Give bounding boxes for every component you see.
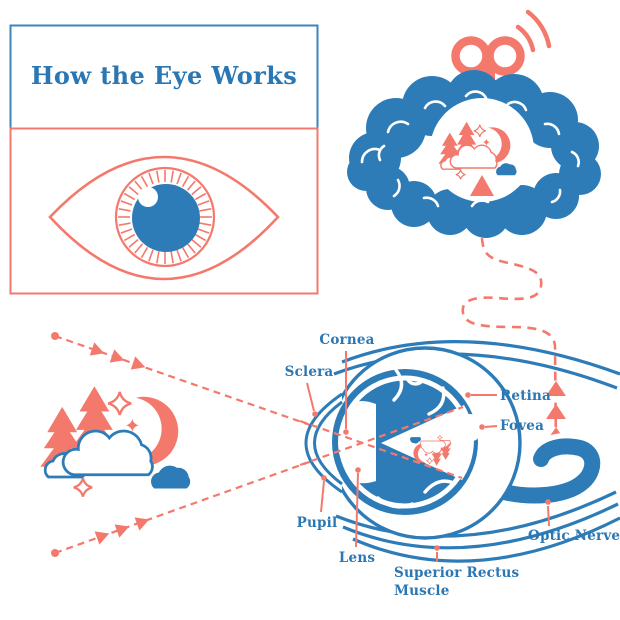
eye-icon <box>48 155 280 281</box>
brain-illustration <box>347 9 601 238</box>
label-lens: Lens <box>338 550 376 566</box>
label-fovea: Fovea <box>500 418 545 434</box>
retina-vessels <box>376 368 453 509</box>
header-panel <box>9 24 319 295</box>
viewed-scene <box>40 386 190 496</box>
fovea-shape <box>463 414 480 441</box>
label-superior-rectus-line1: Superior Rectus <box>394 565 520 581</box>
signal-arcs-icon <box>515 9 552 53</box>
rays-in-eye <box>299 405 464 480</box>
signal-path-dashed <box>461 237 558 451</box>
eye-box <box>9 127 319 295</box>
light-ray-arrow-icon <box>89 342 150 545</box>
label-superior-rectus-muscle: Superior Rectus Muscle <box>394 565 534 600</box>
eye-muscles <box>333 340 620 563</box>
leader-lines <box>306 351 550 562</box>
pupil-highlight <box>138 187 158 207</box>
label-pupil: Pupil <box>296 515 338 531</box>
label-retina: Retina <box>500 388 551 404</box>
signal-path-arrow-icon <box>466 170 498 198</box>
page-title: How the Eye Works <box>30 61 298 91</box>
iris-spokes <box>118 170 212 264</box>
brain-folds <box>360 90 580 208</box>
label-optic-nerve: Optic Nerve <box>528 528 620 544</box>
label-superior-rectus-line2: Muscle <box>394 582 450 599</box>
leader-dots <box>312 392 551 551</box>
label-sclera: Sclera <box>284 364 334 380</box>
label-cornea: Cornea <box>319 332 375 348</box>
